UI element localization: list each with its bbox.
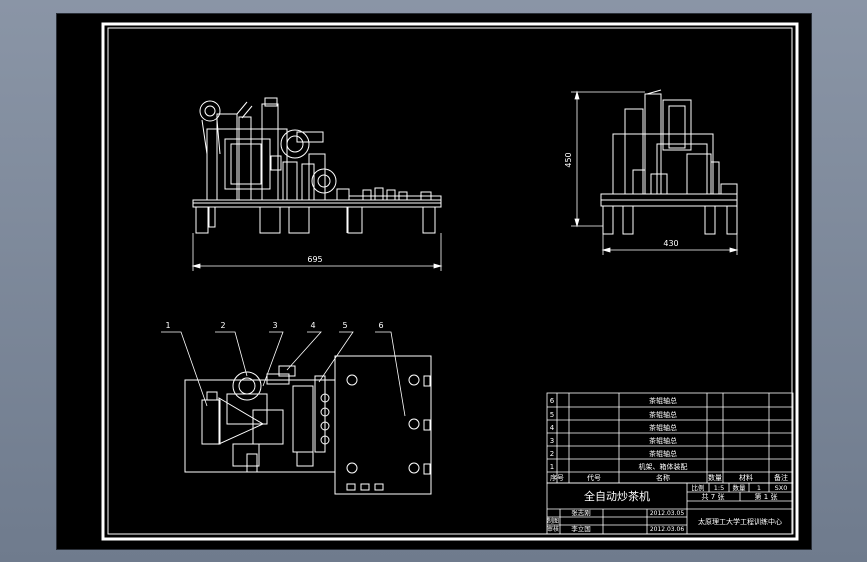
balloon-5: 5	[342, 321, 347, 330]
qty-label: 数量	[733, 483, 747, 492]
plan-view	[184, 355, 432, 495]
balloon-6: 6	[378, 321, 383, 330]
sheet-number: 第 1 张	[755, 492, 778, 501]
part-name-1: 机架、箱体装配	[639, 462, 688, 471]
title-block-text: 全自动炒茶机 比例 1:5 数量 1 SX0 共 7 张 第 1 张 制图 张志…	[547, 483, 787, 533]
header-no: 序号	[550, 473, 564, 482]
designer-name: 张志刚	[571, 508, 591, 517]
part-name-6: 茶辊轴总	[649, 396, 677, 405]
dim-front-width-label: 695	[307, 255, 322, 264]
side-view	[600, 89, 738, 235]
part-no-2: 2	[550, 450, 554, 458]
part-name-2: 茶辊轴总	[649, 449, 677, 458]
organization: 太原理工大学工程训练中心	[698, 517, 782, 526]
checker-name: 李立国	[571, 524, 591, 533]
balloon-1: 1	[165, 321, 170, 330]
drawing-viewport[interactable]: 695 450 430	[57, 14, 811, 549]
part-no-1: 1	[550, 463, 554, 471]
qty-value: 1	[757, 484, 761, 492]
header-qty: 数量	[708, 473, 722, 482]
part-no-3: 3	[550, 437, 554, 445]
part-name-3: 茶辊轴总	[649, 436, 677, 445]
dim-side-width-label: 430	[663, 239, 678, 248]
drawing-sheet: 695 450 430	[101, 22, 799, 541]
header-code: 代号	[587, 473, 601, 482]
header-remark: 备注	[774, 473, 788, 482]
part-name-5: 茶辊轴总	[649, 410, 677, 419]
part-no-6: 6	[550, 397, 555, 405]
front-view	[192, 97, 442, 234]
dim-front-width	[191, 233, 443, 271]
parts-list	[546, 392, 794, 484]
dim-side	[571, 90, 739, 255]
part-no-4: 4	[550, 424, 555, 432]
checker-date: 2012.03.06	[650, 526, 685, 533]
part-name-4: 茶辊轴总	[649, 423, 677, 432]
header-name: 名称	[656, 473, 670, 482]
balloon-2: 2	[220, 321, 225, 330]
scale-label: 比例	[692, 483, 705, 492]
title-block	[546, 482, 794, 535]
designer-date: 2012.03.05	[650, 510, 685, 517]
scale-value: 1:5	[714, 484, 724, 492]
parts-rows: 6 茶辊轴总 5 茶辊轴总 4 茶辊轴总 3 茶辊轴总 2 茶辊轴总 1 机架、…	[550, 396, 788, 482]
dim-side-height-label: 450	[564, 152, 573, 167]
balloon-4: 4	[310, 321, 315, 330]
header-material: 材料	[739, 473, 753, 482]
balloon-3: 3	[272, 321, 277, 330]
checker-role: 审核	[547, 525, 559, 533]
part-no-5: 5	[550, 411, 554, 419]
drawing-title: 全自动炒茶机	[584, 489, 650, 503]
outer-frame	[101, 22, 799, 541]
drawing-number: SX0	[775, 484, 788, 492]
designer-role: 制图	[547, 517, 559, 525]
inner-frame	[107, 27, 793, 535]
plan-leaders	[161, 331, 406, 417]
sheet-total: 共 7 张	[702, 492, 725, 501]
